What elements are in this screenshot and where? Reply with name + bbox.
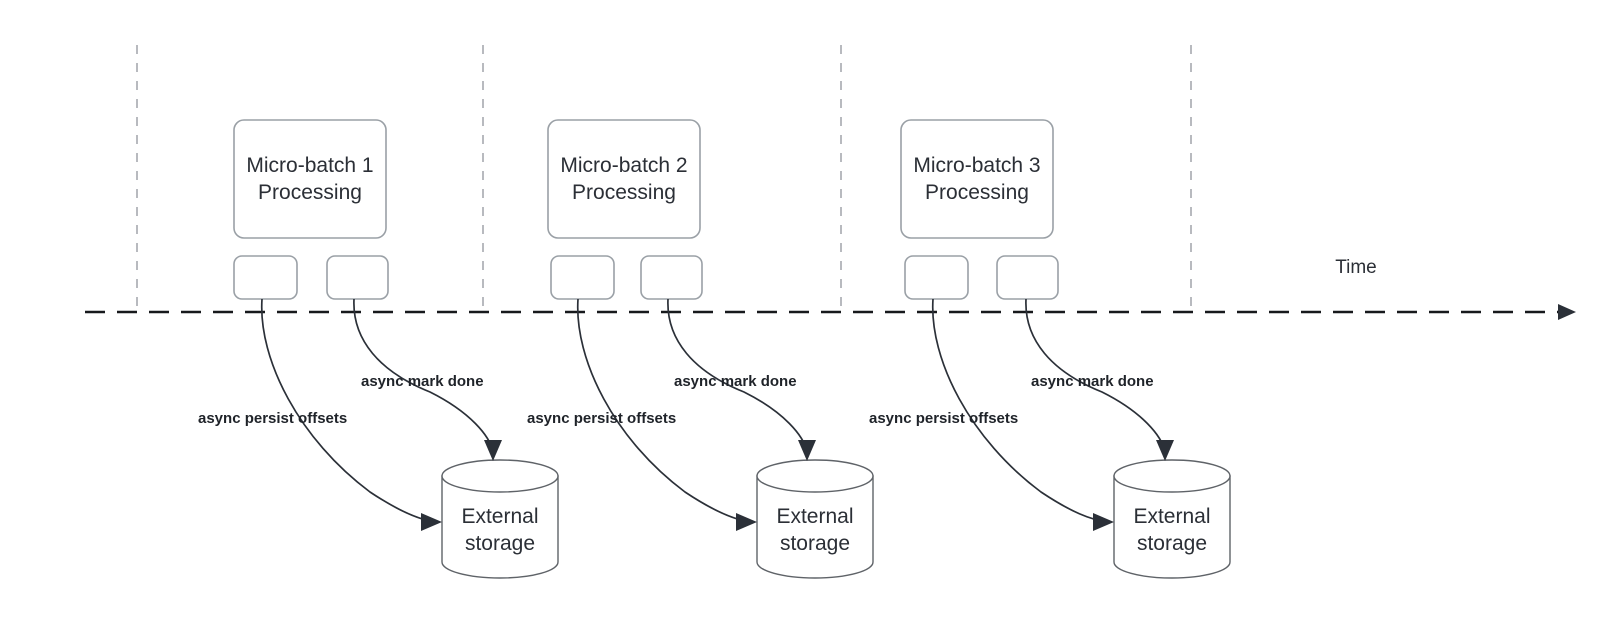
mark-done-task-3[interactable] — [996, 255, 1059, 300]
async-persist-offsets-3-path — [931, 298, 1109, 523]
tick-lines-group — [136, 45, 1192, 312]
processing-box-label-line1-3: Micro-batch 3 — [913, 154, 1040, 177]
processing-box-3[interactable] — [900, 119, 1054, 239]
async-mark-done-3-path — [1025, 298, 1166, 453]
async-mark-done-2-arrow-head-icon — [798, 440, 816, 461]
async-persist-offsets-1-path — [260, 298, 437, 523]
async-persist-offsets-2-path — [576, 298, 752, 523]
external-storage-2[interactable]: External storage — [756, 459, 874, 579]
processing-box-1[interactable] — [233, 119, 387, 239]
persist-task-3[interactable] — [904, 255, 969, 300]
async-mark-done-3-arrow-head-icon — [1156, 440, 1174, 461]
async-mark-done-1-arrow-head-icon — [484, 440, 502, 461]
async-persist-offsets-2-arrow-head-icon — [736, 513, 757, 531]
persist-task-2[interactable] — [550, 255, 615, 300]
external-storage-3[interactable]: External storage — [1113, 459, 1231, 579]
async-mark-done-1-path — [353, 298, 494, 453]
cylinder-top-ellipse-2 — [756, 459, 874, 493]
processing-box-label-line2-2: Processing — [572, 181, 676, 204]
cylinder-body-3 — [1113, 475, 1231, 579]
async-mark-done-3-label: async mark done — [1031, 373, 1154, 390]
time-axis-label: Time — [1335, 257, 1377, 278]
async-persist-offsets-2-label: async persist offsets — [527, 410, 676, 427]
async-persist-offsets-1-arrow-head-icon — [421, 513, 442, 531]
persist-task-1[interactable] — [233, 255, 298, 300]
storage-label-line2-3: storage — [1137, 532, 1207, 555]
mark-done-task-2[interactable] — [640, 255, 703, 300]
async-mark-done-2-label: async mark done — [674, 373, 797, 390]
storage-label-line1-3: External — [1133, 505, 1210, 528]
async-persist-offsets-3-arrow-head-icon — [1093, 513, 1114, 531]
processing-box-label-line1-2: Micro-batch 2 — [560, 154, 687, 177]
cylinder-top-ellipse-3 — [1113, 459, 1231, 493]
storage-label-line1-1: External — [461, 505, 538, 528]
time-axis-label-group: Time — [1335, 257, 1377, 278]
timeline-arrow-head-icon — [1558, 304, 1576, 320]
timeline-axis — [85, 304, 1576, 320]
async-persist-offsets-3-label: async persist offsets — [869, 410, 1018, 427]
processing-box-label-line2-3: Processing — [925, 181, 1029, 204]
async-mark-done-1-label: async mark done — [361, 373, 484, 390]
mark-done-task-1[interactable] — [326, 255, 389, 300]
cylinder-body-1 — [441, 475, 559, 579]
storage-label-line1-2: External — [776, 505, 853, 528]
storage-label-line2-2: storage — [780, 532, 850, 555]
processing-box-label-line2-1: Processing — [258, 181, 362, 204]
async-persist-offsets-1-label: async persist offsets — [198, 410, 347, 427]
processing-box-2[interactable] — [547, 119, 701, 239]
cylinder-top-ellipse-1 — [441, 459, 559, 493]
async-mark-done-2-path — [667, 298, 808, 453]
external-storage-1[interactable]: External storage — [441, 459, 559, 579]
processing-box-label-line1-1: Micro-batch 1 — [246, 154, 373, 177]
cylinder-body-2 — [756, 475, 874, 579]
storage-label-line2-1: storage — [465, 532, 535, 555]
